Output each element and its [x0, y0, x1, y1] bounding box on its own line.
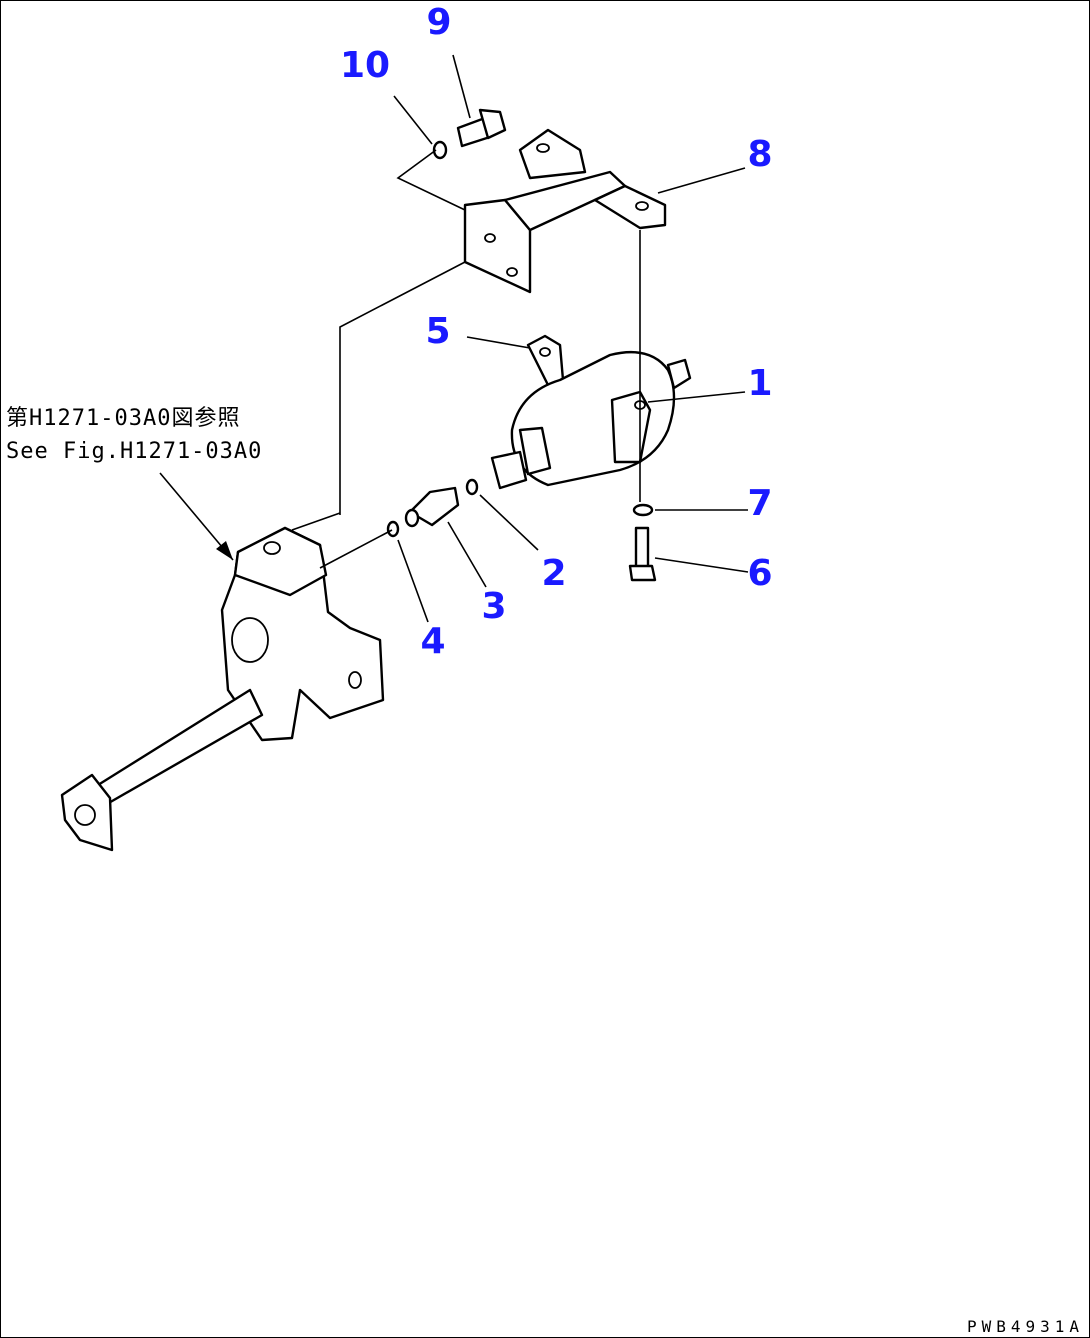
o-ring-part-4	[386, 520, 400, 538]
washer-part-10	[432, 140, 448, 160]
callout-8: 8	[747, 134, 772, 175]
bolt-part-6	[628, 526, 657, 582]
callout-4: 4	[420, 621, 445, 662]
washer-part-7	[632, 503, 654, 517]
callout-3: 3	[481, 586, 506, 627]
bolt-part-9	[456, 108, 507, 148]
callout-5: 5	[425, 311, 450, 352]
callout-6: 6	[747, 553, 772, 594]
callout-9: 9	[426, 2, 451, 43]
reference-arrow	[159, 472, 234, 561]
callout-7: 7	[747, 483, 772, 524]
callout-1: 1	[747, 363, 772, 404]
elbow-fitting-part-3	[404, 486, 460, 528]
callout-10: 10	[340, 45, 390, 86]
callout-leaders	[393, 54, 749, 623]
clamp-part-5	[526, 334, 565, 387]
pedal-valve-body	[60, 526, 385, 852]
reference-note-english: See Fig.H1271-03A0	[6, 439, 262, 464]
reference-note-japanese: 第H1271-03A0図参照	[6, 406, 240, 431]
callout-2: 2	[541, 553, 566, 594]
bracket-part-8	[463, 128, 667, 294]
solenoid-valve-part-1	[490, 351, 692, 490]
drawing-number: PWB4931A	[967, 1317, 1084, 1336]
o-ring-part-2	[465, 478, 479, 496]
